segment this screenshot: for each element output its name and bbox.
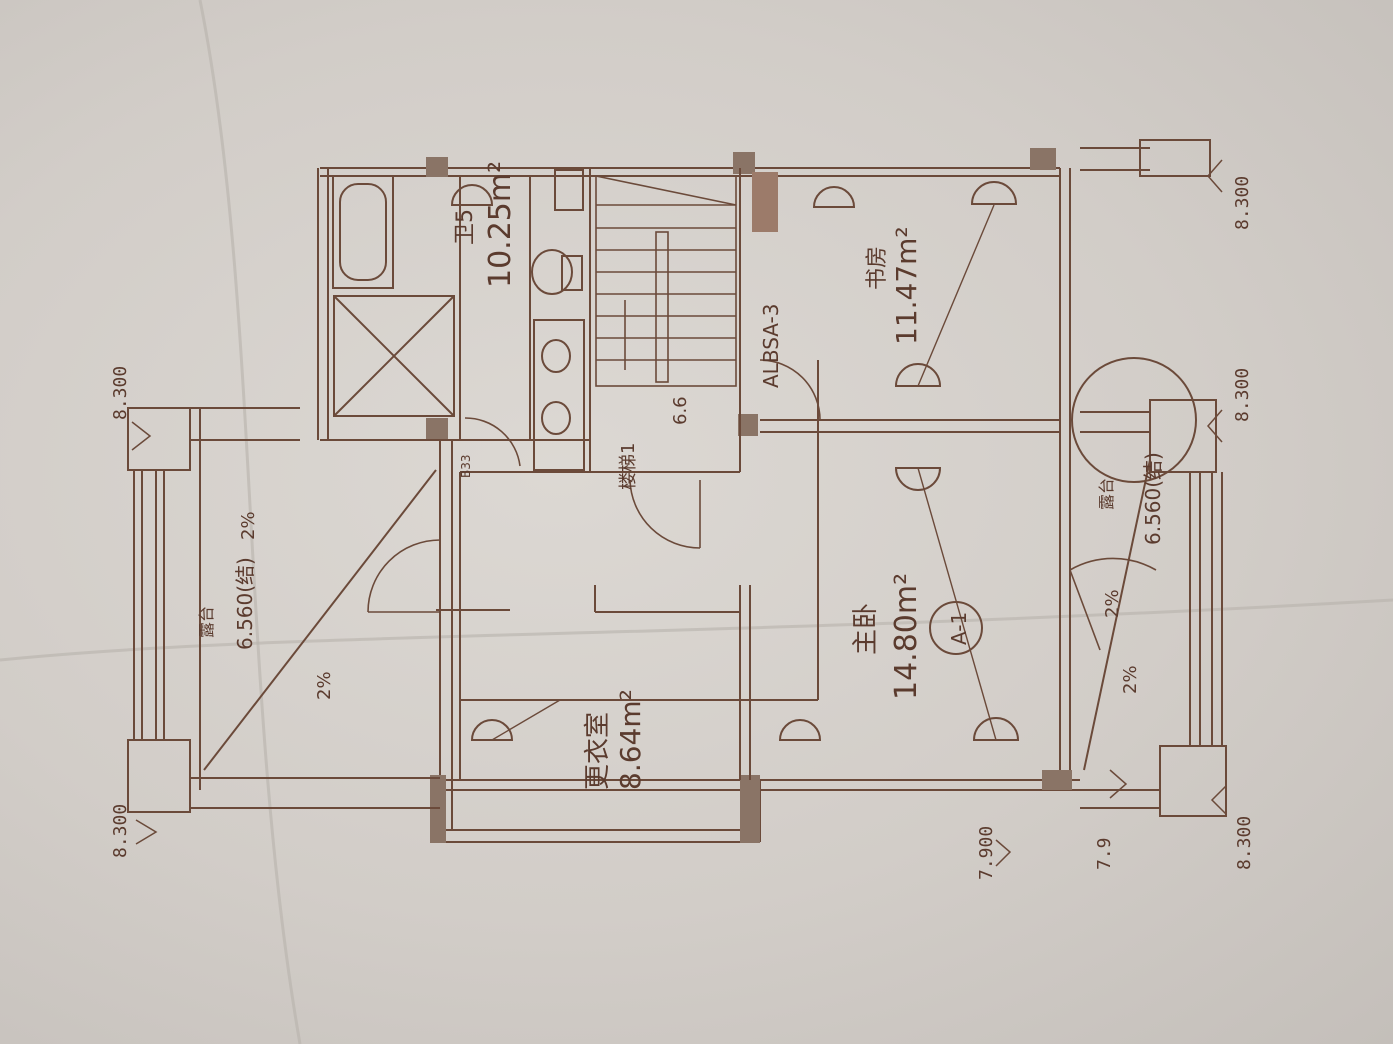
hatched-column [752,172,778,232]
section-marker [929,601,983,655]
right-terrace-name: 露台 [1097,478,1116,510]
master-area-label: 14.80m² [889,573,924,700]
level-top-left: 8.300 [110,366,131,420]
right-terrace [1071,357,1227,817]
level-bottom-right: 8.300 [1234,816,1255,870]
level-bottom-left: 8.300 [110,804,131,858]
level-bottom-mid: 7.9 [1094,837,1115,870]
slope-left-top: 2% [238,511,259,540]
level-bottom-mid-2: 7.900 [976,826,997,880]
paper-crease [198,0,302,1044]
level-top-right-2: 8.300 [1232,368,1253,422]
left-terrace-level: 6.560(结) [233,557,257,650]
door-swings [367,359,1157,651]
detail-ref-label: ALBSA-3 [759,304,783,388]
bathtub [332,175,394,289]
wiring-lines [491,204,997,741]
bath-room-label: 卫5 [453,209,478,245]
right-terrace-level: 6.560(结) [1141,452,1165,545]
stair-level-label: 6.6 [670,396,691,425]
slope-left-bottom: 2% [314,671,335,700]
upper-balcony [1069,139,1211,210]
section-id-label: A-1 [947,612,971,645]
bath-area-label: 10.25m² [483,161,518,288]
level-markers [131,159,1227,867]
outer-walls [317,167,1080,843]
level-top-right-1: 8.300 [1232,176,1253,230]
wall-columns [426,148,1072,843]
wall-tag-label: B33 [459,454,473,478]
study-name-label: 书房 [865,246,890,290]
light-fixtures [450,181,1020,741]
slope-right-bottom: 2% [1120,665,1141,694]
closet-name-label: 更衣室 [583,712,613,790]
closet-area-label: 8.64m² [614,689,647,790]
study-area-label: 11.47m² [890,226,923,345]
interior-walls [320,168,1060,780]
stair-label: 楼梯1 [618,443,639,490]
left-terrace [127,407,440,813]
left-terrace-name: 露台 [197,606,216,638]
staircase [595,175,737,387]
shower-tray [333,295,455,417]
wash-basins [533,319,585,471]
slope-right-top: 2% [1102,589,1123,618]
toilet [531,169,584,295]
master-name-label: 主卧 [851,603,881,655]
